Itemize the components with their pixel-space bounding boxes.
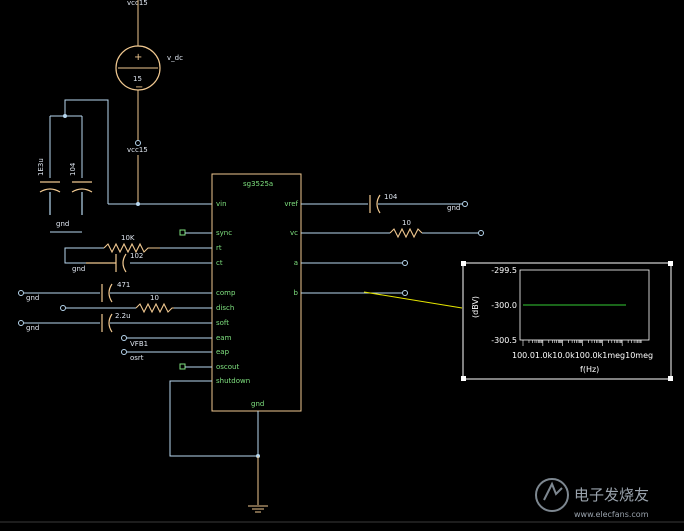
output-b-terminal[interactable]: [402, 290, 408, 296]
ic-pin-vin: vin: [216, 200, 227, 208]
vcc-mid-terminal[interactable]: [135, 140, 141, 146]
watermark-url: www.elecfans.com: [574, 510, 649, 519]
capacitor-left-2[interactable]: [71, 181, 93, 215]
gnd-terminal-soft[interactable]: [18, 320, 24, 326]
ic-pin-a: a: [294, 259, 298, 267]
ic-pin-oscout: oscout: [216, 363, 239, 371]
oscout-terminal[interactable]: [179, 363, 186, 370]
rt-ct-wiring: [64, 247, 212, 264]
ic-pin-ct: ct: [216, 259, 223, 267]
ic-pin-disch: disch: [216, 304, 234, 312]
gnd-caps-label: gnd: [56, 220, 69, 228]
vsource-value: 15: [133, 75, 142, 83]
gnd-terminal-comp[interactable]: [18, 290, 24, 296]
output-a-terminal[interactable]: [402, 260, 408, 266]
shutdown-gnd-wiring: [169, 380, 259, 457]
ic-pin-b: b: [294, 289, 299, 297]
watermark-text: 电子发烧友: [574, 486, 649, 504]
watermark: 电子发烧友 www.elecfans.com: [535, 478, 649, 519]
vcc-mid-label: vcc15: [127, 146, 148, 154]
ic-pin-vref: vref: [284, 200, 298, 208]
gnd-ct-label: gnd: [72, 265, 85, 273]
res-vc-label: 10: [402, 219, 411, 227]
eam-eap-wiring: [127, 337, 212, 353]
ic-pin-comp: comp: [216, 289, 236, 297]
ic-left-pins: vin sync rt ct comp disch soft eam eap oscout shut…: [216, 200, 250, 385]
ic-pin-sync: sync: [216, 229, 232, 237]
res-comp-label: 10: [150, 294, 159, 302]
cap-left-1-label: 1E3u: [37, 158, 45, 176]
ic-pin-eap: eap: [216, 348, 230, 356]
plot-x-ticks: 100.01.0k10.0k100.0k1meg10meg: [512, 351, 653, 360]
vc-terminal[interactable]: [478, 230, 484, 236]
plot-window[interactable]: [461, 261, 673, 381]
plot-y-tick-label: -300.5: [491, 336, 517, 345]
junction-dot: [63, 114, 67, 118]
probe-pointer: [363, 291, 463, 309]
resistor-10k[interactable]: [103, 242, 160, 254]
resistor-10-vc[interactable]: [389, 227, 423, 239]
ic-name: sg3525a: [243, 180, 273, 188]
voltage-source[interactable]: + − 15: [115, 45, 161, 93]
comp-wiring: [24, 292, 212, 324]
gnd-comp-label: gnd: [26, 294, 39, 302]
gnd-terminal-vref[interactable]: [462, 201, 468, 207]
cap-104-vref-label: 104: [384, 193, 398, 201]
capacitor-2-2u[interactable]: [101, 313, 113, 333]
svg-text:+: +: [134, 52, 142, 63]
ic-pin-soft: soft: [216, 319, 229, 327]
disch-terminal[interactable]: [60, 305, 66, 311]
plot-y-label: (dBV): [471, 296, 480, 318]
logo-icon: [543, 481, 563, 501]
ground-symbol: [248, 505, 268, 513]
svg-text:−: −: [135, 82, 143, 93]
ic-pin-eam: eam: [216, 334, 232, 342]
ic-right-pins: vref vc a b: [284, 200, 298, 297]
cap-left-2-label: 104: [69, 162, 77, 176]
res-10k-label: 10K: [121, 234, 135, 242]
capacitor-471[interactable]: [101, 283, 113, 303]
capacitor-102[interactable]: [86, 253, 127, 273]
gnd-soft-label: gnd: [26, 324, 39, 332]
capacitor-left-1[interactable]: [39, 181, 61, 215]
gnd-vref-label: gnd: [447, 204, 460, 212]
net-vfb-label: VFB1: [130, 340, 148, 348]
plot-x-label: f(Hz): [580, 365, 599, 374]
cap-22u-label: 2.2u: [115, 312, 131, 320]
cap-102-label: 102: [130, 252, 143, 260]
vsource-name: v_dc: [167, 54, 183, 62]
net-osrt-label: osrt: [130, 354, 144, 362]
plot-y-tick-label: -300.0: [491, 301, 517, 310]
junction-dot: [136, 202, 140, 206]
svg-text:vcc15: vcc15: [127, 0, 148, 7]
capacitor-104-vref[interactable]: [369, 194, 381, 214]
vfb-terminal[interactable]: [121, 335, 127, 341]
ic-pin-gnd: gnd: [251, 400, 264, 408]
plot-y-ticks: -299.5 -300.0 -300.5: [491, 266, 517, 345]
plot-y-tick-label: -299.5: [491, 266, 517, 275]
ic-pin-rt: rt: [216, 244, 222, 252]
ic-pin-vc: vc: [290, 229, 298, 237]
plot-x-minor-ticks: [522, 340, 642, 346]
vcc-top-label: vcc15: [127, 0, 148, 7]
resistor-10-comp[interactable]: [135, 302, 174, 314]
ic-pin-shutdown: shutdown: [216, 377, 250, 385]
sync-terminal[interactable]: [179, 229, 186, 236]
cap-471-label: 471: [117, 281, 130, 289]
osrt-terminal[interactable]: [121, 349, 127, 355]
vin-wiring: [49, 99, 212, 205]
